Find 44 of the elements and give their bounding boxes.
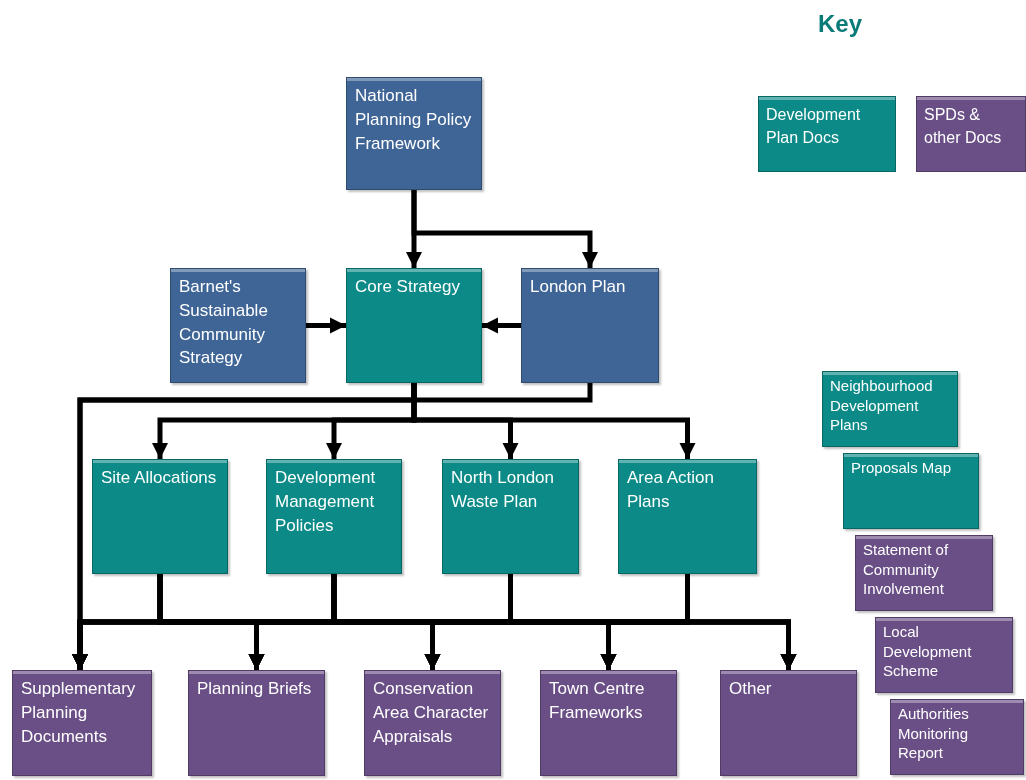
node-text: North London Waste Plan [451, 467, 556, 513]
node-text: Site Allocations [101, 467, 218, 489]
document-box [855, 535, 993, 611]
document-box [346, 77, 482, 190]
node-text: Barnet's Sustainable Community Strategy [179, 276, 269, 370]
node-text: National Planning Policy Framework [355, 85, 473, 155]
arrow [685, 574, 797, 670]
document-box [890, 699, 1024, 775]
node-text: Authorities Monitoring Report [898, 704, 970, 763]
node-text: Local Development Scheme [883, 622, 973, 681]
node-text: London Plan [530, 276, 627, 298]
legend-label: SPDs & other Docs [924, 105, 1003, 149]
legend-label: Development Plan Docs [766, 105, 862, 149]
node-text: Statement of Community Involvement [863, 540, 950, 599]
node-text: Development Management Policies [275, 467, 377, 537]
document-box [12, 670, 152, 776]
document-box [843, 453, 979, 529]
node-text: Supplementary Planning Documents [21, 678, 137, 748]
document-box [188, 670, 325, 776]
document-box [720, 670, 857, 776]
node-text: Town Centre Frameworks [549, 678, 646, 724]
node-text: Planning Briefs [197, 678, 313, 700]
document-box [521, 268, 659, 383]
document-box [170, 268, 306, 383]
document-box [92, 459, 228, 574]
document-box [875, 617, 1013, 693]
node-text: Core Strategy [355, 276, 461, 298]
node-text: Area Action Plans [627, 467, 715, 513]
node-text: Proposals Map [851, 458, 953, 478]
document-box [266, 459, 402, 574]
node-text: Other [729, 678, 773, 700]
arrow [411, 190, 598, 268]
document-box [822, 371, 958, 447]
document-box [442, 459, 579, 574]
arrow [411, 383, 696, 459]
arrow [306, 317, 346, 334]
key-heading: Key [817, 10, 863, 38]
document-box [346, 268, 482, 383]
document-box [364, 670, 501, 776]
document-box [540, 670, 677, 776]
document-box [618, 459, 757, 574]
arrow [482, 317, 521, 334]
node-text: Conservation Area Character Appraisals [373, 678, 490, 748]
node-text: Neighbourhood Development Plans [830, 376, 934, 435]
